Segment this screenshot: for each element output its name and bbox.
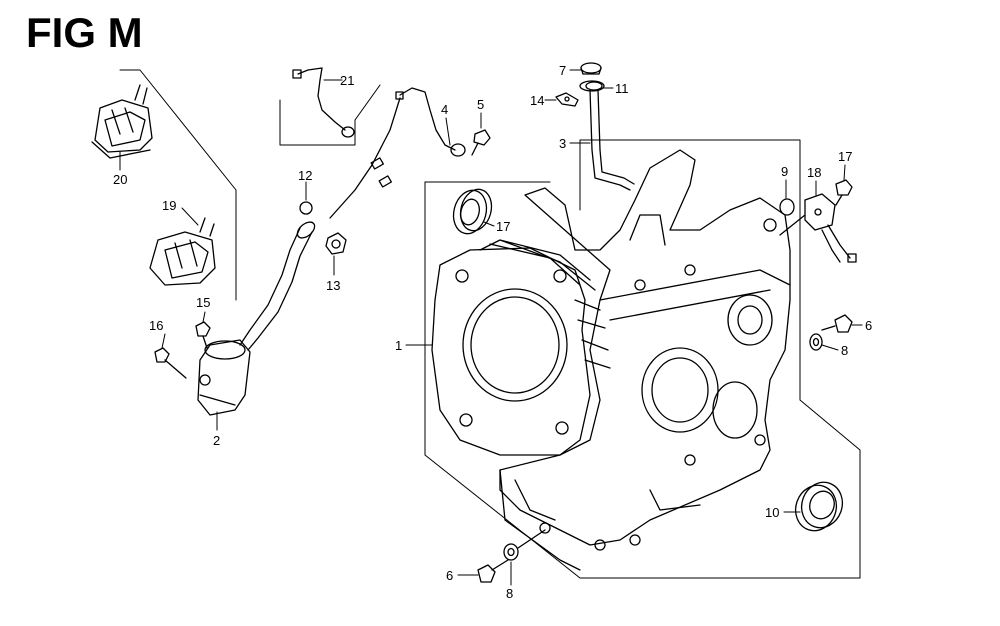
callout-labels: 21 20 19 15 16 2 12 13 4 5 7 11 14 3 17 …: [113, 63, 872, 601]
callout-15b: 16: [149, 318, 163, 333]
bolt-6-bottom: [477, 559, 509, 583]
callout-15a: 15: [196, 295, 210, 310]
callout-7: 7: [559, 63, 566, 78]
cap-7: [580, 62, 602, 75]
clip-12: [299, 201, 313, 215]
callout-11: 11: [615, 81, 629, 96]
bolt-15-lower: [154, 347, 187, 379]
clip-14: [555, 92, 579, 107]
callout-6a: 6: [865, 318, 872, 333]
callout-14: 14: [530, 93, 544, 108]
oil-seal-16: [452, 188, 493, 235]
callout-19: 19: [162, 198, 176, 213]
callout-5: 5: [477, 97, 484, 112]
callout-3: 3: [559, 136, 566, 151]
callout-2: 2: [213, 433, 220, 448]
wire-harness-21: [292, 67, 355, 138]
callout-21: 21: [340, 73, 354, 88]
bolt-17: [835, 179, 853, 206]
oil-alert-unit-2: [197, 221, 316, 416]
group-bracket-lines: [119, 69, 861, 579]
dowel-pin-9: [779, 198, 795, 216]
callout-10: 10: [765, 505, 779, 520]
washer-11: [579, 80, 605, 92]
callout-8a: 8: [841, 343, 848, 358]
wire-lead-4: [329, 87, 466, 219]
bolt-15-upper: [195, 321, 211, 349]
bolt-6-right: [821, 314, 853, 333]
callout-9: 9: [781, 164, 788, 179]
nut-13: [325, 232, 347, 255]
callout-8b: 8: [506, 586, 513, 601]
bolt-5: [471, 129, 491, 156]
switch-bracket-18: [779, 193, 857, 263]
callout-4: 4: [441, 102, 448, 117]
engine-mount-19: [149, 217, 216, 286]
callout-6b: 6: [446, 568, 453, 583]
washer-8-bottom: [503, 522, 551, 561]
engine-mount-20: [91, 84, 153, 159]
oil-seal-10: [794, 481, 844, 532]
callout-18: 18: [807, 165, 821, 180]
washer-8-right: [809, 333, 823, 351]
callout-16: 17: [496, 219, 510, 234]
cylinder-barrel-1: [431, 239, 611, 456]
callout-20: 20: [113, 172, 127, 187]
callout-12: 12: [298, 168, 312, 183]
callout-17-label: 17: [838, 149, 852, 164]
crankcase-1: [499, 149, 791, 571]
callout-1: 1: [395, 338, 402, 353]
oil-fill-tube-3: [585, 81, 635, 191]
leader-lines: [119, 69, 863, 586]
figure-title: FIG M: [26, 9, 143, 56]
callout-13: 13: [326, 278, 340, 293]
